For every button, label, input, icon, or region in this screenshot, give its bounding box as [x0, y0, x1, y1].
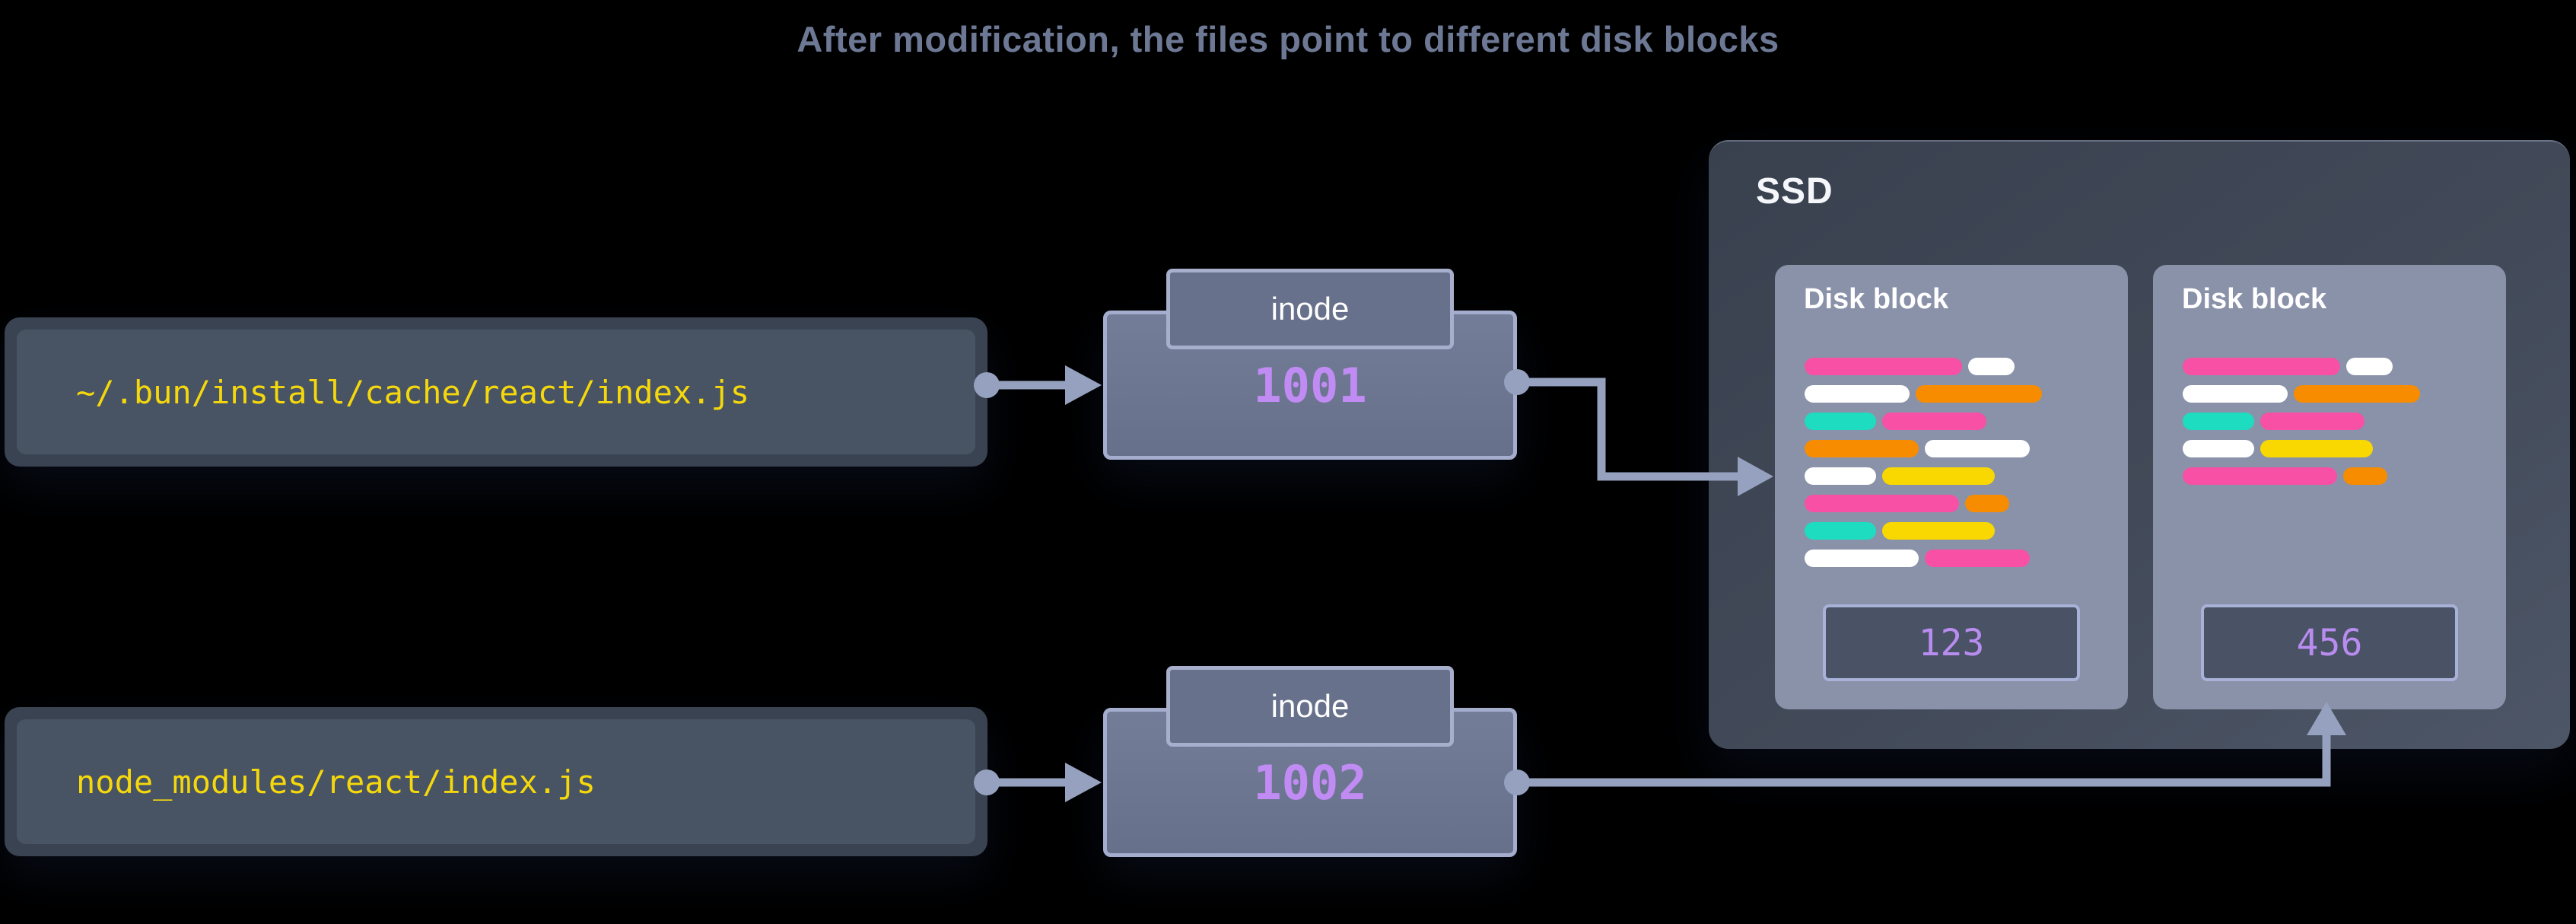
disk-block-data-pills: [2183, 358, 2420, 485]
disk-block-label: Disk block: [1804, 283, 1949, 315]
data-pill-orange: [1916, 385, 2042, 403]
pill-row: [2183, 358, 2420, 375]
data-pill-pink: [1805, 358, 1962, 375]
data-pill-orange: [1965, 495, 2009, 512]
inode-tab-label: inode: [1166, 666, 1454, 747]
data-pill-pink: [1882, 413, 1986, 430]
disk-block-data-pills: [1805, 358, 2042, 567]
data-pill-white: [1968, 358, 2015, 375]
arrow-file2-to-inode1002: [974, 763, 1102, 802]
pill-row: [1805, 413, 2042, 430]
pill-row: [2183, 467, 2420, 485]
diagram-title: After modification, the files point to d…: [797, 19, 1779, 59]
disk-block-456: Disk block 456: [2153, 265, 2506, 709]
data-pill-pink: [2183, 358, 2340, 375]
disk-block-label: Disk block: [2182, 283, 2327, 315]
data-pill-yellow: [2260, 440, 2373, 457]
pill-row: [2183, 413, 2420, 430]
pill-row: [1805, 522, 2042, 540]
data-pill-white: [1805, 467, 1876, 485]
data-pill-orange: [1805, 440, 1919, 457]
file-path-node-modules: node_modules/react/index.js: [17, 719, 975, 844]
data-pill-orange: [2343, 467, 2387, 485]
inode-box-1002: inode 1002: [1103, 666, 1517, 857]
inode-box-1001: inode 1001: [1103, 269, 1517, 460]
pill-row: [1805, 440, 2042, 457]
data-pill-yellow: [1882, 522, 1995, 540]
data-pill-white: [2183, 385, 2288, 403]
data-pill-white: [1925, 440, 2030, 457]
file-path-cache: ~/.bun/install/cache/react/index.js: [17, 330, 975, 454]
data-pill-pink: [1925, 550, 2030, 567]
data-pill-teal: [2183, 413, 2254, 430]
pill-row: [1805, 358, 2042, 375]
pill-row: [1805, 467, 2042, 485]
inode-tab-label: inode: [1166, 269, 1454, 349]
inode-number-1002: 1002: [1253, 754, 1367, 811]
data-pill-white: [1805, 385, 1910, 403]
inode-number-1001: 1001: [1253, 357, 1367, 413]
pill-row: [1805, 550, 2042, 567]
pill-row: [1805, 495, 2042, 512]
data-pill-pink: [2260, 413, 2365, 430]
ssd-label: SSD: [1756, 171, 1833, 212]
pill-row: [2183, 385, 2420, 403]
data-pill-pink: [2183, 467, 2337, 485]
arrow-file1-to-inode1001: [974, 365, 1102, 405]
data-pill-yellow: [1882, 467, 1995, 485]
disk-block-123: Disk block 123: [1775, 265, 2128, 709]
data-pill-orange: [2294, 385, 2420, 403]
data-pill-white: [2183, 440, 2254, 457]
data-pill-teal: [1805, 522, 1876, 540]
pill-row: [2183, 440, 2420, 457]
data-pill-teal: [1805, 413, 1876, 430]
file-card-cache: ~/.bun/install/cache/react/index.js: [5, 317, 987, 467]
disk-block-number-badge: 456: [2201, 604, 2458, 681]
ssd-box: SSD Disk block 123 Disk block 456: [1709, 140, 2570, 749]
data-pill-white: [1805, 550, 1919, 567]
file-card-node-modules: node_modules/react/index.js: [5, 707, 987, 856]
pill-row: [1805, 385, 2042, 403]
disk-block-number-badge: 123: [1823, 604, 2080, 681]
data-pill-pink: [1805, 495, 1959, 512]
data-pill-white: [2346, 358, 2393, 375]
